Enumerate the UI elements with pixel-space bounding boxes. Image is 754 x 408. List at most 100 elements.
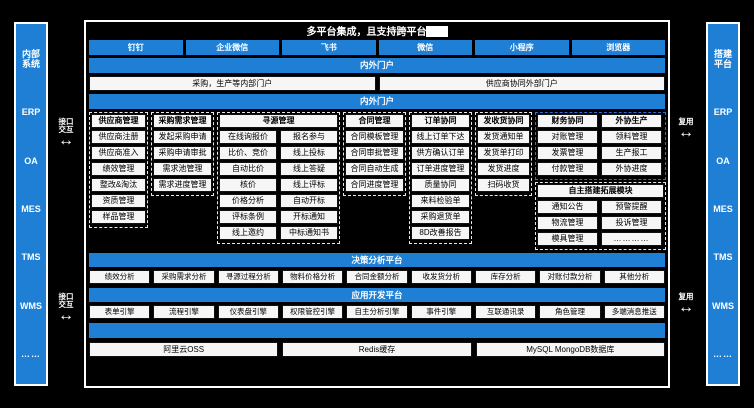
- module-item[interactable]: 外协进度: [601, 162, 662, 176]
- module-item[interactable]: 供方确认订单: [411, 146, 470, 160]
- appdev-item[interactable]: 仪表盘引擎: [217, 305, 279, 319]
- module-item[interactable]: 整改&淘汰: [91, 178, 146, 192]
- module-item[interactable]: 合同自动生成: [345, 162, 404, 176]
- module-item[interactable]: 中标通知书: [280, 226, 338, 240]
- module-item[interactable]: 模具管理: [537, 232, 598, 246]
- decision-item[interactable]: 合同金额分析: [346, 270, 408, 284]
- module-header[interactable]: 发收货协同: [477, 114, 530, 128]
- sidebar-item-tms-right[interactable]: TMS: [713, 252, 733, 263]
- sidebar-item-wms[interactable]: WMS: [20, 300, 42, 311]
- platform-feishu[interactable]: 飞书: [282, 40, 376, 55]
- decision-item[interactable]: 其他分析: [603, 270, 665, 284]
- appdev-item[interactable]: 事件引擎: [410, 305, 472, 319]
- appdev-item[interactable]: 互联通讯录: [474, 305, 537, 319]
- decision-item[interactable]: 绩效分析: [89, 270, 151, 284]
- module-item[interactable]: 生产报工: [601, 146, 662, 160]
- module-item[interactable]: 合同审批管理: [345, 146, 404, 160]
- module-item[interactable]: 报名参与: [280, 130, 338, 144]
- platform-dingtalk[interactable]: 钉钉: [89, 40, 183, 55]
- module-item[interactable]: 线上邀约: [219, 226, 277, 240]
- module-item[interactable]: 领料管理: [601, 130, 662, 144]
- module-item[interactable]: 质量协同: [411, 178, 470, 192]
- module-item[interactable]: 评标条例: [219, 210, 277, 224]
- module-item[interactable]: 开标通知: [280, 210, 338, 224]
- sidebar-item-oa[interactable]: OA: [24, 155, 38, 166]
- module-item[interactable]: 付款管理: [537, 162, 598, 176]
- module-item[interactable]: 发货通知单: [477, 130, 530, 144]
- portal-internal[interactable]: 采购，生产等内部门户: [89, 76, 376, 91]
- module-header[interactable]: 寻源管理: [219, 114, 338, 128]
- module-item[interactable]: 投诉管理: [601, 216, 662, 230]
- decision-item[interactable]: 寻源过程分析: [217, 270, 279, 284]
- module-item[interactable]: 自动比价: [219, 162, 277, 176]
- portal-supplier[interactable]: 供应商协同外部门户: [378, 76, 665, 91]
- module-item[interactable]: 核价: [219, 178, 277, 192]
- module-item[interactable]: 预警提醒: [601, 200, 662, 214]
- module-item[interactable]: 物流管理: [537, 216, 598, 230]
- module-item[interactable]: 线上订单下达: [411, 130, 470, 144]
- module-item[interactable]: 绩效管理: [91, 162, 146, 176]
- platform-browser[interactable]: 浏览器: [571, 40, 665, 55]
- module-item[interactable]: 发货单打印: [477, 146, 530, 160]
- module-item[interactable]: 线上答疑: [280, 162, 338, 176]
- sidebar-item-oa-right[interactable]: OA: [716, 155, 730, 166]
- module-item[interactable]: 价格分析: [219, 194, 277, 208]
- sidebar-item-internal-systems[interactable]: 内部 系统: [21, 49, 40, 70]
- sidebar-item-mes[interactable]: MES: [21, 203, 41, 214]
- module-item[interactable]: 自动开标: [280, 194, 338, 208]
- decision-item[interactable]: 收发货分析: [410, 270, 472, 284]
- module-header[interactable]: 财务协同: [537, 114, 598, 128]
- module-item[interactable]: 需求池管理: [153, 162, 212, 176]
- module-item[interactable]: 8D改善报告: [411, 226, 470, 240]
- module-item[interactable]: 需求进度管理: [153, 178, 212, 192]
- module-item[interactable]: 对账管理: [537, 130, 598, 144]
- module-item[interactable]: 样品管理: [91, 210, 146, 224]
- platform-wechat[interactable]: 微信: [378, 40, 472, 55]
- sidebar-item-erp[interactable]: ERP: [21, 107, 41, 118]
- module-item[interactable]: 通知公告: [537, 200, 598, 214]
- platform-wecom[interactable]: 企业微信: [185, 40, 279, 55]
- module-header[interactable]: 自主搭建拓展模块: [537, 184, 664, 198]
- module-item[interactable]: 来料检验单: [411, 194, 470, 208]
- appdev-item[interactable]: 多端消息推送: [603, 305, 665, 319]
- module-item[interactable]: 线上评标: [280, 178, 338, 192]
- appdev-item[interactable]: 表单引擎: [89, 305, 151, 319]
- module-item[interactable]: 订单进度管理: [411, 162, 470, 176]
- module-header[interactable]: 采购需求管理: [153, 114, 212, 128]
- sidebar-item-wms-right[interactable]: WMS: [712, 300, 734, 311]
- appdev-item[interactable]: 权限管控引擎: [281, 305, 344, 319]
- module-item[interactable]: 合同模板管理: [345, 130, 404, 144]
- module-header[interactable]: 订单协同: [411, 114, 470, 128]
- module-item[interactable]: 发票管理: [537, 146, 598, 160]
- module-item[interactable]: 发起采购申请: [153, 130, 212, 144]
- module-item[interactable]: 资质管理: [91, 194, 146, 208]
- sidebar-item-erp-right[interactable]: ERP: [713, 107, 733, 118]
- decision-item[interactable]: 对账付款分析: [539, 270, 601, 284]
- decision-item[interactable]: 采购需求分析: [153, 270, 215, 284]
- infra-oss[interactable]: 阿里云OSS: [89, 342, 279, 357]
- appdev-item[interactable]: 角色管理: [539, 305, 601, 319]
- module-item[interactable]: 采购申请审批: [153, 146, 212, 160]
- decision-item[interactable]: 库存分析: [474, 270, 537, 284]
- decision-item[interactable]: 物料价格分析: [281, 270, 344, 284]
- module-header[interactable]: 供应商管理: [91, 114, 146, 128]
- infra-database[interactable]: MySQL MongoDB数据库: [475, 342, 665, 357]
- module-item[interactable]: 合同进度管理: [345, 178, 404, 192]
- sidebar-item-tms[interactable]: TMS: [21, 252, 41, 263]
- module-item[interactable]: 线上投标: [280, 146, 338, 160]
- module-header[interactable]: 合同管理: [345, 114, 404, 128]
- platform-miniprogram[interactable]: 小程序: [475, 40, 569, 55]
- module-item[interactable]: 采购退货单: [411, 210, 470, 224]
- appdev-item[interactable]: 流程引擎: [153, 305, 215, 319]
- appdev-item[interactable]: 自主分析引擎: [346, 305, 408, 319]
- module-item[interactable]: 扫码收货: [477, 178, 530, 192]
- sidebar-item-build-platform[interactable]: 搭建 平台: [713, 49, 732, 70]
- module-item[interactable]: 供应商注册: [91, 130, 146, 144]
- module-item[interactable]: 供应商准入: [91, 146, 146, 160]
- module-item[interactable]: 比价、竞价: [219, 146, 277, 160]
- module-header[interactable]: 外协生产: [601, 114, 662, 128]
- infra-redis[interactable]: Redis缓存: [282, 342, 472, 357]
- module-item[interactable]: 发货进度: [477, 162, 530, 176]
- module-item[interactable]: 在线询报价: [219, 130, 277, 144]
- sidebar-item-mes-right[interactable]: MES: [713, 203, 733, 214]
